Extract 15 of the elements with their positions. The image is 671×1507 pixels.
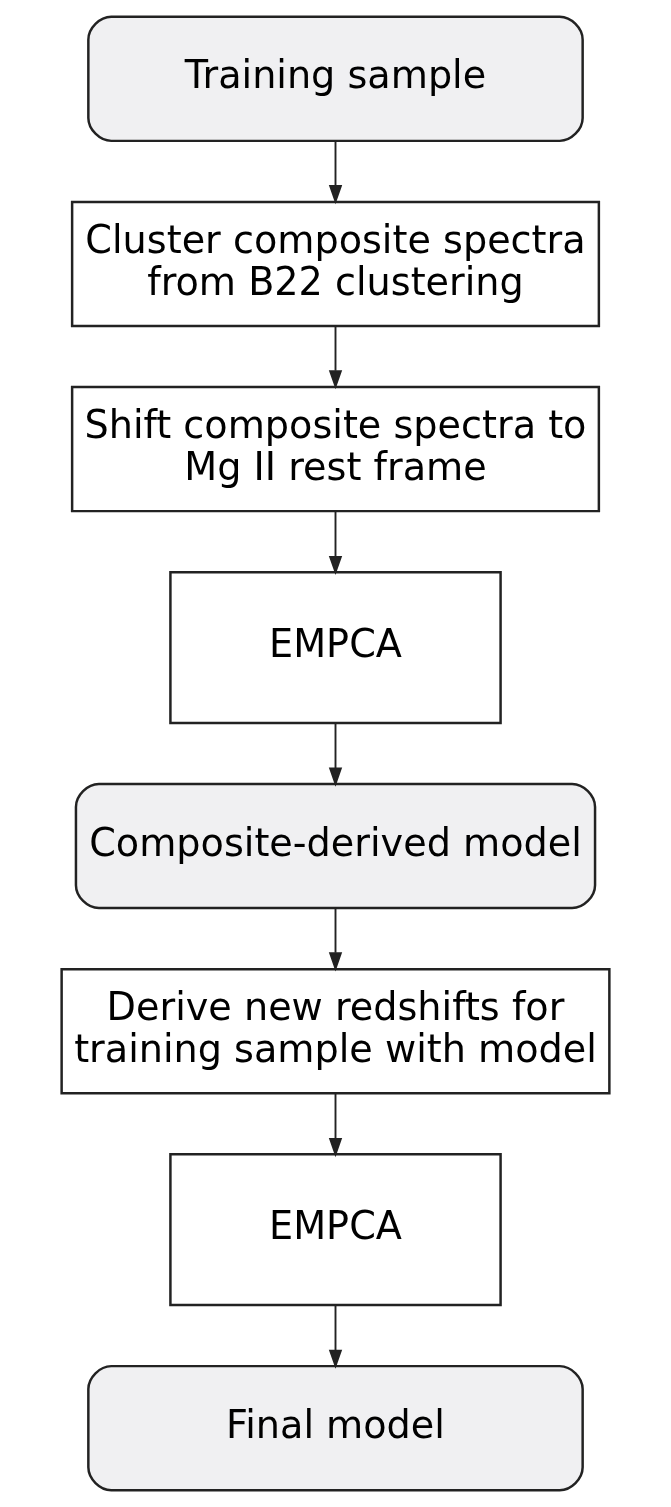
node-box: EMPCA xyxy=(169,570,502,725)
node-box: Training sample xyxy=(87,15,584,143)
arrow xyxy=(328,140,343,205)
node-box: EMPCA xyxy=(169,1153,502,1307)
node-box: Final model xyxy=(87,1364,584,1492)
node-box: Derive new redshifts for training sample with model xyxy=(60,967,611,1095)
arrow xyxy=(328,325,343,390)
arrow xyxy=(328,510,343,576)
node-box: Cluster composite spectra from B22 clustering xyxy=(70,200,601,328)
node-box: Shift composite spectra to Mg II rest frame xyxy=(70,385,601,513)
node-box: Composite-derived model xyxy=(74,782,597,910)
arrow xyxy=(328,1092,343,1158)
arrow xyxy=(328,1304,343,1369)
arrow xyxy=(328,722,343,787)
arrow xyxy=(328,907,343,972)
